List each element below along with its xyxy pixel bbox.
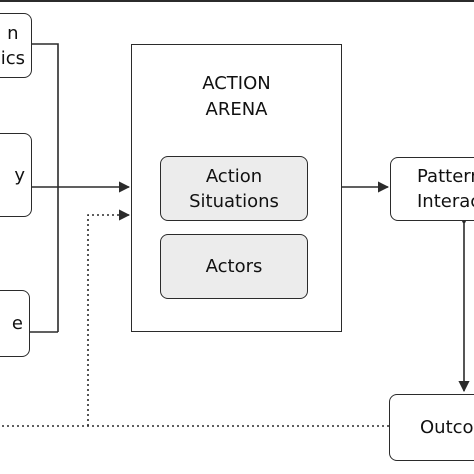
action-arena-title: ACTION ARENA [132, 71, 341, 123]
actors-box: Actors [160, 234, 308, 299]
action-arena-title-line-2: ARENA [205, 99, 268, 120]
action-situations-box: Action Situations [160, 156, 308, 221]
actors-label: Actors [205, 256, 263, 277]
action-arena-title-line-1: ACTION [202, 73, 271, 94]
patterns-of-interaction-box: Pattern Interac [390, 157, 474, 221]
outcomes-label: Outco [420, 417, 474, 438]
action-situations-line-2: Situations [189, 190, 279, 212]
exogenous-bottom-label: e [11, 313, 23, 334]
exogenous-bottom-box: e [0, 290, 30, 357]
connector-top-box [32, 43, 59, 332]
action-situations-line-1: Action [205, 165, 263, 187]
patterns-line-1: Pattern [417, 166, 474, 187]
exogenous-top-line-1: n [7, 22, 19, 44]
outcomes-box: Outco [389, 394, 474, 461]
patterns-line-2: Interac [417, 191, 474, 212]
image-edge-line [0, 0, 474, 2]
exogenous-mid-label: y [14, 164, 25, 186]
exogenous-top-line-2: ics [0, 47, 25, 69]
exogenous-mid-box: y [0, 133, 32, 217]
exogenous-top-box: n ics [0, 13, 32, 78]
feedback-dotted-branch [87, 209, 131, 426]
